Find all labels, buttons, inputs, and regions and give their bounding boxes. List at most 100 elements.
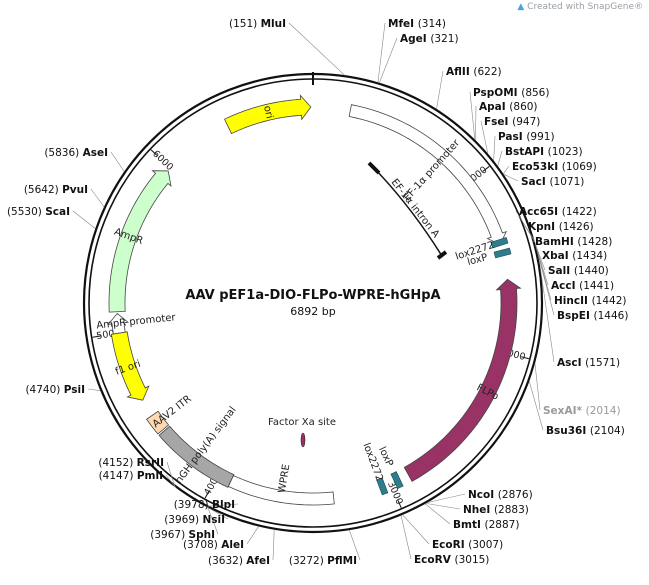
site-connector (475, 105, 477, 141)
factor-xa-site: Factor Xa site (268, 417, 336, 448)
loxp-1-marker (493, 247, 512, 259)
site-connector (535, 245, 555, 316)
restriction-site-label: XbaI (1434) (542, 250, 607, 262)
restriction-site-label: AflII (622) (446, 66, 502, 78)
restriction-site-label: NcoI (2876) (468, 489, 533, 501)
restriction-site-label: PspOMI (856) (473, 87, 549, 99)
ampr-promoter-arrow (107, 312, 130, 335)
restriction-site-label: ApaI (860) (479, 101, 538, 113)
restriction-site-label: (3632) AfeI (208, 555, 270, 567)
site-connector (534, 363, 541, 411)
site-connector (90, 188, 105, 208)
ampr-arrow (108, 170, 172, 313)
restriction-site-label: (3967) SphI (150, 529, 215, 541)
restriction-site-label: (3978) BlpI (174, 499, 235, 511)
restriction-site-label: SacI (1071) (521, 176, 584, 188)
restriction-site-label: Eco53kI (1069) (512, 161, 597, 173)
restriction-site-label: (3708) AleI (183, 539, 244, 551)
site-connector (531, 240, 535, 243)
site-connector (246, 526, 259, 545)
restriction-site-label: (4152) RsrII (98, 457, 164, 469)
restriction-site-label: AgeI (321) (400, 33, 459, 45)
restriction-site-label: SexAI* (2014) (543, 405, 621, 417)
tick-mark (397, 500, 402, 509)
watermark-text: Created with SnapGene® (527, 2, 643, 12)
site-connector (497, 150, 503, 167)
tick-mark (150, 149, 158, 156)
tick-mark (521, 356, 530, 360)
restriction-site-label: Acc65I (1422) (519, 206, 597, 218)
site-connector (207, 507, 219, 535)
snapgene-logo-icon: ▲ (517, 2, 525, 12)
site-connector (72, 210, 96, 229)
site-connector (503, 173, 519, 182)
site-connector (87, 388, 101, 391)
restriction-site-label: BmtI (2887) (453, 519, 519, 531)
site-connector (205, 503, 239, 507)
restriction-site-label: (5642) PvuI (24, 184, 88, 196)
site-connector (272, 529, 275, 561)
map-title: AAV pEF1a-DIO-FLPo-WPRE-hGHpA (185, 288, 440, 303)
ef1a-intron: EF-1α intron A (367, 161, 448, 260)
site-connector (110, 151, 125, 172)
tick-mark (92, 335, 101, 338)
site-connector (524, 225, 535, 242)
restriction-site-label: EcoRV (3015) (414, 554, 489, 566)
restriction-site-label: (4147) PmlI (99, 470, 163, 482)
loxp-2-marker (390, 471, 404, 489)
ori-label: ori (261, 105, 275, 120)
restriction-site-label: Bsu36I (2104) (546, 425, 625, 437)
site-connector (469, 91, 476, 140)
loxp-1-label: loxP (466, 252, 489, 268)
site-connector (349, 530, 361, 561)
hgh-polya-arrow (158, 425, 235, 488)
restriction-site-label: SalI (1440) (548, 265, 609, 277)
wpre-arrow (227, 475, 335, 506)
lox2272-1-marker (490, 237, 509, 249)
site-connector (493, 135, 496, 161)
restriction-site-label: NheI (2883) (463, 504, 529, 516)
tick-mark (482, 166, 490, 172)
restriction-site-label: (151) MluI (229, 18, 286, 30)
restriction-site-label: (3272) PflMI (289, 555, 357, 567)
restriction-site-label: FseI (947) (484, 116, 540, 128)
tick-label: 6000 (150, 148, 175, 173)
restriction-site-label: (4740) PsiI (25, 384, 85, 396)
site-connector (480, 120, 489, 154)
site-connector (425, 503, 461, 510)
restriction-site-label: AscI (1571) (557, 357, 620, 369)
map-size: 6892 bp (290, 305, 335, 318)
site-connector (427, 493, 466, 503)
aav2-itr-arrow (146, 410, 170, 435)
site-connector (436, 70, 444, 110)
lox2272-2-marker (376, 477, 389, 496)
site-connector (377, 22, 386, 83)
site-connector (540, 271, 555, 363)
site-connector (165, 474, 177, 488)
restriction-site-label: KpnI (1426) (528, 221, 594, 233)
site-connector (400, 515, 412, 560)
restriction-site-label: (5530) ScaI (7, 206, 70, 218)
watermark: ▲ Created with SnapGene® (517, 2, 643, 12)
site-connector (166, 461, 176, 488)
site-connector (288, 22, 345, 76)
flpo-arrow (403, 278, 522, 482)
site-connector (207, 507, 229, 520)
site-connector (402, 514, 430, 545)
restriction-site-label: BspEI (1446) (557, 310, 628, 322)
restriction-site-label: AccI (1441) (551, 280, 614, 292)
tick-mark (204, 490, 210, 499)
f1-ori-arrow (110, 331, 150, 401)
ori-arrow (224, 94, 312, 135)
restriction-site-label: EcoRI (3007) (432, 539, 503, 551)
site-connector (503, 165, 510, 175)
restriction-site-label: (3969) NsiI (164, 514, 225, 526)
restriction-site-label: PasI (991) (498, 131, 555, 143)
restriction-site-label: HincII (1442) (554, 295, 626, 307)
site-connector (379, 37, 398, 83)
restriction-site-label: (5836) AseI (44, 147, 108, 159)
site-connector (425, 503, 451, 525)
factor-xa-label: Factor Xa site (268, 417, 336, 428)
site-connector (528, 381, 544, 431)
